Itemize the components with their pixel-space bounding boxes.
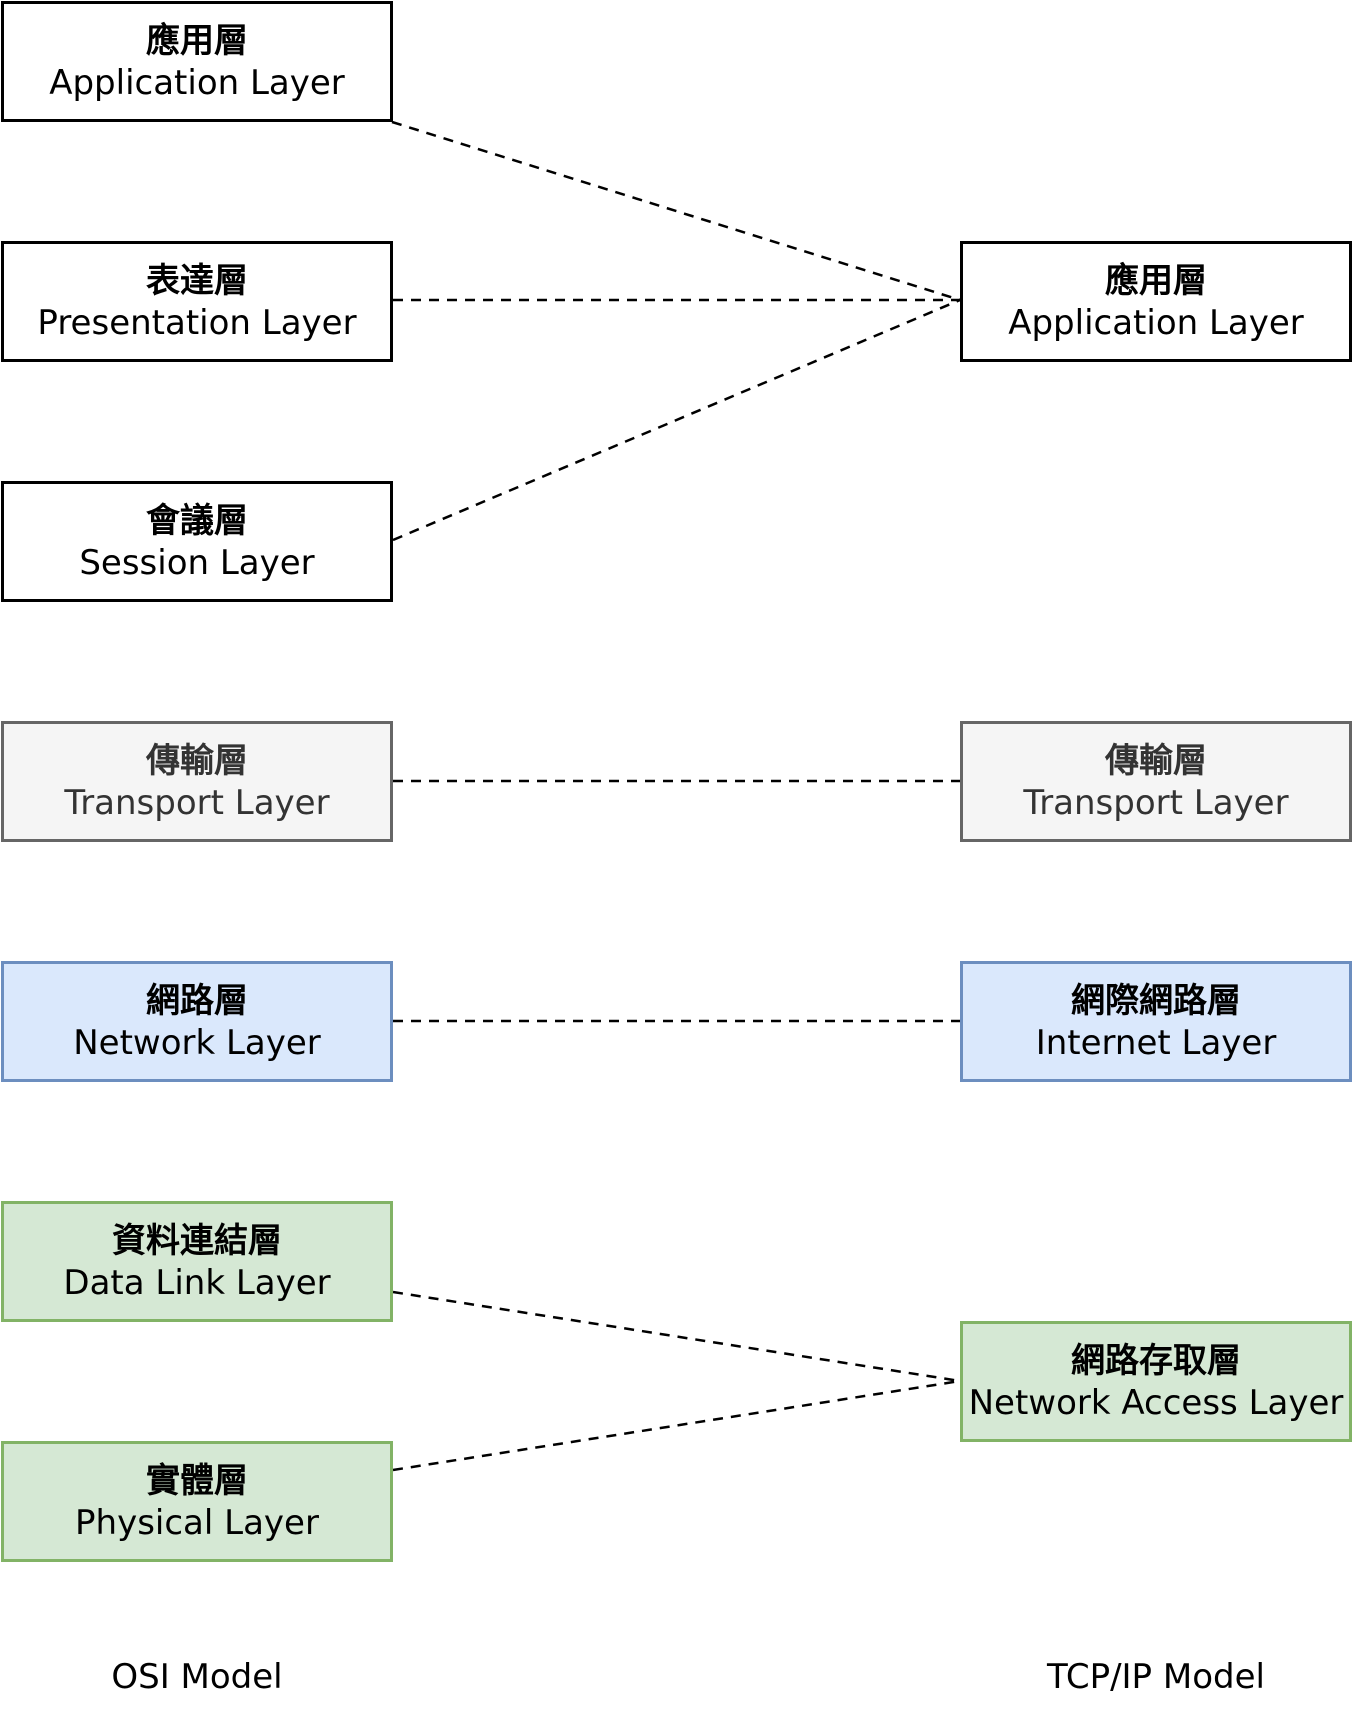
connector-datalink-to-network-access xyxy=(392,1290,961,1383)
layer-name-en: Network Layer xyxy=(73,1022,321,1063)
layer-name-zh: 資料連結層 xyxy=(112,1220,282,1261)
osi-presentation-layer-box: 表達層 Presentation Layer xyxy=(1,241,393,362)
osi-data-link-layer-box: 資料連結層 Data Link Layer xyxy=(1,1201,393,1322)
layer-name-en: Transport Layer xyxy=(64,782,330,823)
layer-name-en: Transport Layer xyxy=(1023,782,1289,823)
osi-session-layer-box: 會議層 Session Layer xyxy=(1,481,393,602)
tcpip-network-access-layer-box: 網路存取層 Network Access Layer xyxy=(960,1321,1352,1442)
connector-application-to-application xyxy=(391,120,961,302)
layer-name-en: Data Link Layer xyxy=(63,1262,331,1303)
layer-name-en: Application Layer xyxy=(1008,302,1304,343)
layer-name-zh: 應用層 xyxy=(1105,260,1207,301)
osi-transport-layer-box: 傳輸層 Transport Layer xyxy=(1,721,393,842)
tcpip-model-caption: TCP/IP Model xyxy=(1047,1657,1265,1697)
layer-name-en: Physical Layer xyxy=(75,1502,319,1543)
osi-network-layer-box: 網路層 Network Layer xyxy=(1,961,393,1082)
layer-name-zh: 傳輸層 xyxy=(1105,740,1207,781)
osi-physical-layer-box: 實體層 Physical Layer xyxy=(1,1441,393,1562)
layer-name-en: Application Layer xyxy=(49,62,345,103)
layer-name-zh: 網路層 xyxy=(146,980,248,1021)
connector-session-to-application xyxy=(392,298,961,542)
tcpip-internet-layer-box: 網際網路層 Internet Layer xyxy=(960,961,1352,1082)
tcpip-application-layer-box: 應用層 Application Layer xyxy=(960,241,1352,362)
connector-physical-to-network-access xyxy=(392,1379,961,1472)
osi-application-layer-box: 應用層 Application Layer xyxy=(1,1,393,122)
layer-name-en: Network Access Layer xyxy=(968,1382,1344,1423)
tcpip-transport-layer-box: 傳輸層 Transport Layer xyxy=(960,721,1352,842)
layer-name-en: Session Layer xyxy=(79,542,315,583)
layer-name-zh: 實體層 xyxy=(146,1460,248,1501)
layer-name-zh: 傳輸層 xyxy=(146,740,248,781)
osi-model-caption: OSI Model xyxy=(111,1657,283,1697)
layer-name-zh: 表達層 xyxy=(146,260,248,301)
layer-name-zh: 會議層 xyxy=(146,500,248,541)
layer-name-en: Internet Layer xyxy=(1035,1022,1277,1063)
layer-name-zh: 網際網路層 xyxy=(1071,980,1241,1021)
layer-name-zh: 應用層 xyxy=(146,20,248,61)
layer-name-en: Presentation Layer xyxy=(37,302,357,343)
layer-name-zh: 網路存取層 xyxy=(1071,1340,1241,1381)
